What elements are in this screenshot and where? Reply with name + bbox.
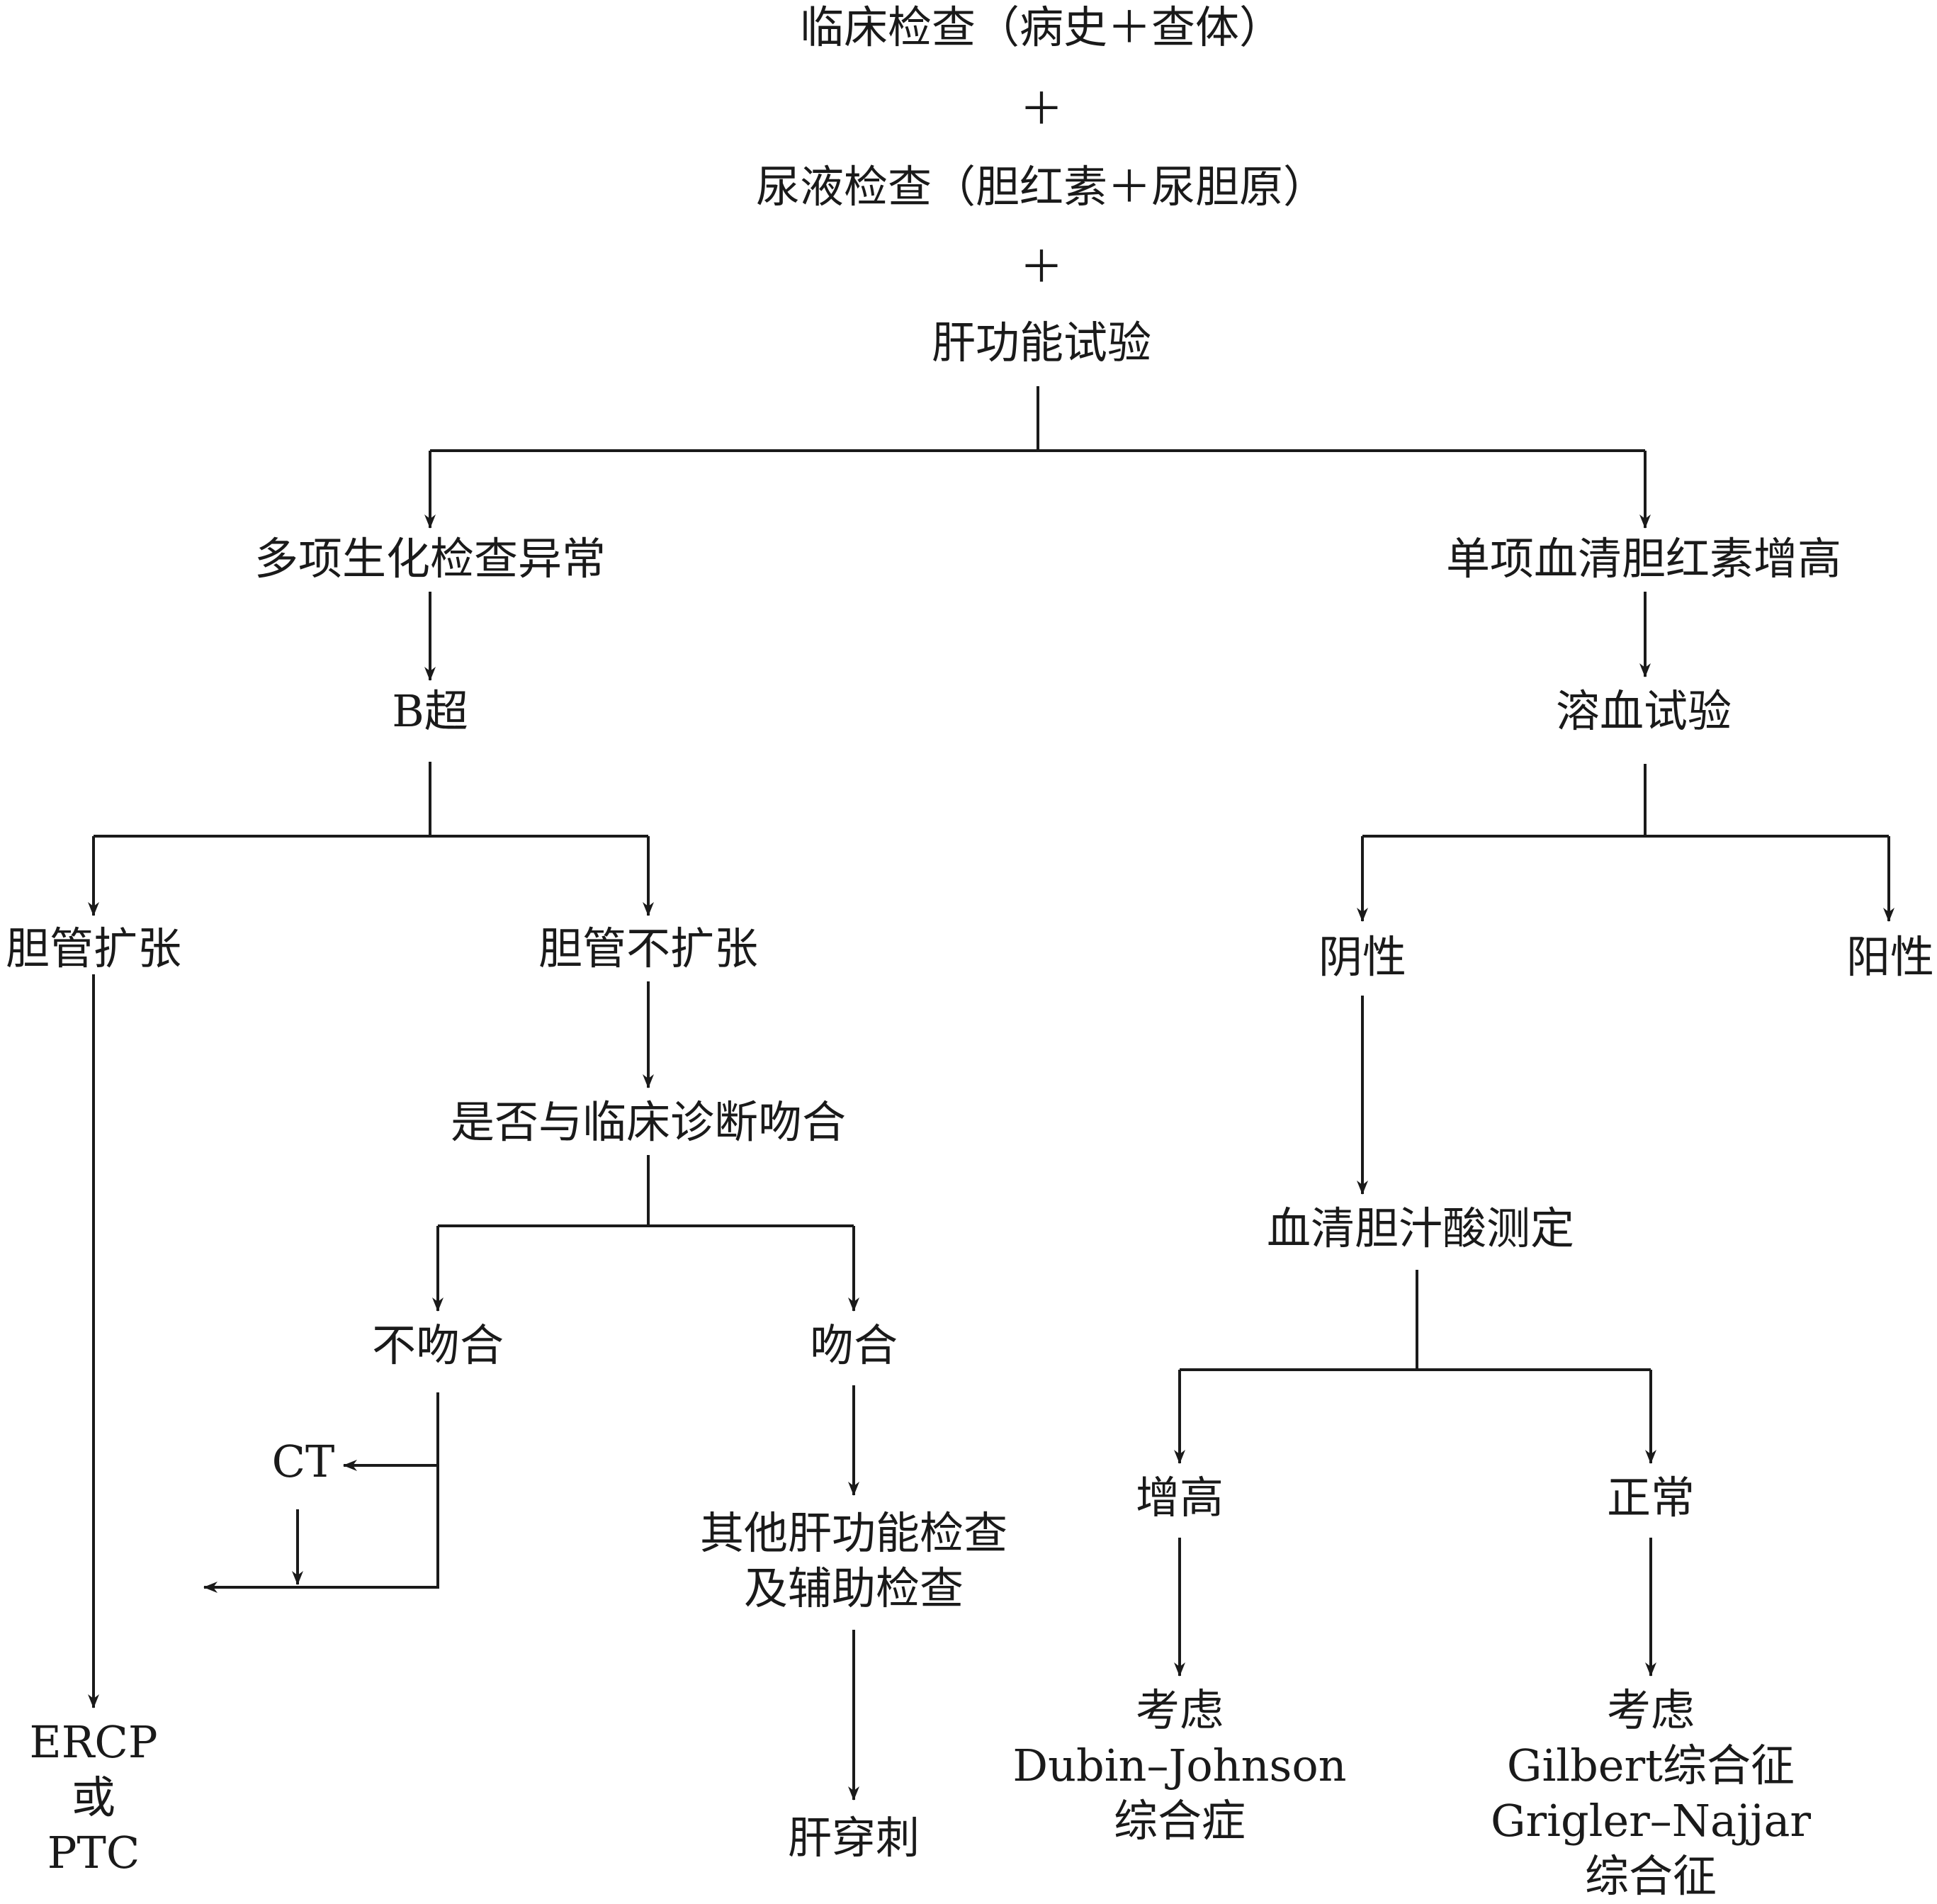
node-text-line: 正常 [1606,1472,1695,1523]
node-text-line: 血清胆汁酸测定 [1266,1202,1575,1254]
node-text-line: Grigler–Najjar [1490,1795,1812,1847]
node-text-line: ＋ [1019,83,1064,135]
node-text-line: 多项生化检查异常 [254,533,606,585]
node-text-line: CT [271,1436,335,1487]
node-text-line: 肝功能试验 [931,317,1152,368]
node-text-line: ERCP [29,1716,158,1768]
arrow-inconsistent-out [203,1392,439,1593]
node-text-line: 阳性 [1846,931,1935,983]
node-text-line: 阴性 [1318,931,1407,983]
node-plus2: ＋ [1020,240,1063,295]
node-text-line: Dubin–Johnson [1012,1740,1347,1791]
node-text-line: 综合征 [1584,1850,1717,1902]
node-text-line: 临床检查（病史＋查体） [799,1,1284,53]
node-text-line: 或 [71,1771,116,1823]
node-text-line: 胆管扩张 [5,923,182,974]
node-text-line: 单项血清胆红素增高 [1445,533,1842,585]
node-otherliver: 其他肝功能检查及辅助检查 [700,1506,1007,1616]
node-text-line: 尿液检查（胆红素＋尿胆原） [755,161,1328,213]
node-dilated: 胆管扩张 [6,921,181,976]
node-consistent-q: 是否与临床诊断吻合 [451,1095,846,1150]
node-text-line: 吻合 [809,1319,898,1371]
node-clinical: 临床检查（病史＋查体） [800,0,1283,55]
node-text-line: 考虑 [1135,1684,1224,1736]
node-plus1: ＋ [1020,81,1063,137]
node-increased: 增高 [1136,1470,1224,1526]
node-normal: 正常 [1607,1470,1695,1526]
node-biopsy: 肝穿刺 [788,1810,920,1866]
node-bscan: B超 [392,684,468,739]
node-urine: 尿液检查（胆红素＋尿胆原） [756,159,1327,215]
node-text-line: 是否与临床诊断吻合 [450,1096,847,1148]
node-negative: 阴性 [1318,930,1406,985]
node-ct: CT [272,1434,335,1489]
node-text-line: 综合症 [1113,1795,1246,1847]
node-text-line: 增高 [1135,1472,1224,1523]
node-text-line: 其他肝功能检查 [699,1507,1008,1559]
node-consistent: 吻合 [810,1318,898,1373]
node-notdilated: 胆管不扩张 [538,921,758,976]
node-text-line: 肝穿刺 [787,1812,920,1864]
node-single: 单项血清胆红素增高 [1446,531,1841,587]
node-text-line: 考虑 [1606,1684,1695,1736]
node-multi: 多项生化检查异常 [254,531,606,587]
node-text-line: ＋ [1019,241,1064,293]
node-text-line: PTC [47,1827,140,1878]
node-hemolysis: 溶血试验 [1556,684,1732,739]
node-bileacid: 血清胆汁酸测定 [1267,1201,1574,1256]
node-text-line: 及辅助检查 [743,1562,964,1614]
node-text-line: 胆管不扩张 [538,923,759,974]
node-text-line: Gilbert综合征 [1506,1740,1795,1791]
node-liverfunc: 肝功能试验 [932,315,1151,371]
node-inconsistent: 不吻合 [372,1318,504,1373]
node-text-line: 不吻合 [371,1319,504,1371]
node-text-line: 溶血试验 [1555,685,1732,737]
node-positive: 阳性 [1846,930,1934,985]
node-text-line: B超 [392,685,468,737]
